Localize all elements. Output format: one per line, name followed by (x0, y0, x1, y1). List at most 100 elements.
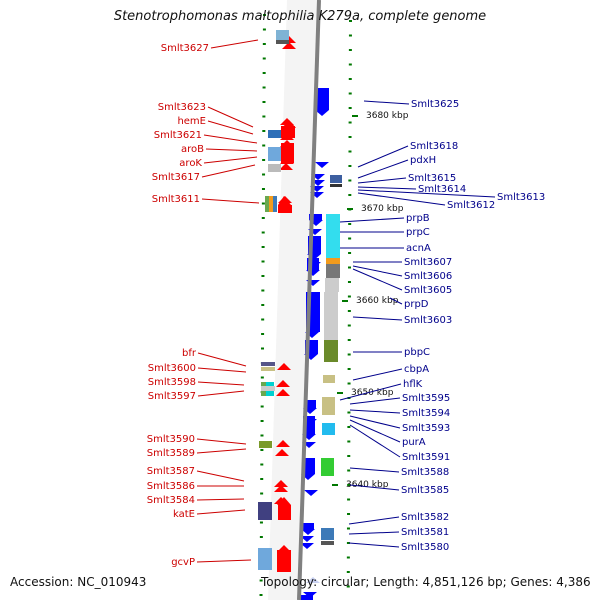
kbp-label: 3640 kbp (346, 480, 389, 490)
kbp-label: 3670 kbp (361, 204, 404, 214)
tick-mark (260, 376, 264, 379)
tick-mark (262, 86, 266, 89)
tick-mark (349, 20, 352, 22)
feature-block (276, 40, 289, 44)
reverse-gene-block (281, 126, 295, 138)
forward-gene-block (316, 88, 329, 110)
reverse-gene-arrow (274, 480, 288, 487)
tick-mark (261, 202, 265, 205)
forward-leader-line (339, 217, 405, 223)
tick-mark (347, 469, 351, 472)
forward-gene-label: Smlt3582 (401, 512, 449, 523)
forward-gene-label: Smlt3581 (401, 527, 449, 538)
forward-leader-line (357, 159, 409, 179)
feature-block (258, 502, 272, 520)
reverse-leader-line (203, 134, 258, 144)
forward-leader-line (389, 297, 403, 305)
reverse-gene-arrow (276, 389, 290, 396)
forward-gene-label: Smlt3593 (402, 423, 450, 434)
forward-leader-line (357, 186, 417, 190)
reverse-gene-arrow (277, 363, 291, 370)
feature-block (324, 292, 338, 340)
reverse-gene-label: Smlt3611 (152, 194, 200, 205)
reverse-gene-label: Smlt3623 (158, 102, 206, 113)
reverse-gene-arrow (282, 120, 296, 128)
tick-mark (348, 194, 352, 196)
forward-gene-label: Smlt3612 (447, 200, 495, 211)
tick-mark (347, 426, 351, 428)
tick-mark (262, 28, 266, 31)
forward-gene-label: prpD (404, 299, 429, 310)
reverse-gene-label: Smlt3586 (147, 481, 195, 492)
forward-leader-line (357, 192, 446, 206)
feature-block (326, 214, 340, 258)
kbp-label: 3680 kbp (366, 111, 409, 121)
forward-leader-line (352, 368, 403, 381)
tick-mark (262, 72, 266, 74)
reverse-leader-line (207, 120, 254, 135)
tick-mark (347, 382, 351, 385)
feature-block (321, 528, 334, 540)
forward-leader-line (349, 424, 401, 458)
track-background (268, 0, 318, 600)
tick-mark (260, 405, 264, 408)
feature-block (325, 278, 339, 292)
tick-mark (346, 571, 350, 573)
forward-gene-label: Smlt3603 (404, 315, 452, 326)
tick-mark (262, 57, 266, 60)
forward-gene-block (304, 400, 316, 408)
reverse-gene-label: aroB (181, 144, 204, 155)
forward-gene-label: Smlt3588 (401, 467, 449, 478)
reverse-gene-label: Smlt3597 (148, 391, 196, 402)
tick-mark (262, 173, 266, 176)
feature-block (261, 362, 275, 366)
tick-mark (347, 368, 351, 370)
feature-block (276, 30, 289, 40)
forward-leader-line (357, 145, 409, 168)
feature-block (322, 423, 335, 435)
feature-block (326, 264, 340, 278)
reverse-gene-block (277, 550, 291, 572)
tick-mark (262, 43, 266, 45)
reverse-gene-block (278, 205, 292, 213)
feature-block (268, 130, 281, 138)
reverse-leader-line (197, 381, 245, 386)
reverse-gene-arrow (278, 196, 291, 205)
reverse-leader-line (196, 470, 245, 482)
tick-mark (260, 420, 264, 422)
reverse-gene-label: gcvP (171, 557, 195, 568)
tick-mark (348, 266, 352, 269)
forward-gene-label: pdxH (410, 155, 436, 166)
forward-leader-line (348, 542, 400, 548)
forward-leader-line (357, 189, 496, 198)
tick-mark (347, 484, 351, 486)
tick-mark (347, 455, 351, 457)
tick-mark (348, 223, 352, 225)
reverse-leader-line (196, 559, 252, 563)
reverse-gene-label: Smlt3598 (148, 377, 196, 388)
tick-mark (348, 165, 352, 167)
forward-gene-block (309, 214, 322, 220)
forward-gene-label: pbpC (404, 347, 430, 358)
reverse-gene-label: katE (173, 509, 195, 520)
reverse-gene-label: Smlt3627 (161, 43, 209, 54)
reverse-leader-line (197, 367, 247, 373)
map-title: Stenotrophomonas maltophilia K279a, comp… (113, 9, 487, 24)
tick-mark (347, 310, 351, 312)
tick-mark (348, 252, 352, 254)
feature-block (265, 196, 269, 212)
feature-block (269, 196, 273, 212)
forward-gene-label: Smlt3614 (418, 184, 466, 195)
reverse-gene-block (278, 505, 291, 520)
tick-mark (346, 585, 350, 588)
feature-block (330, 175, 342, 183)
tick-mark (261, 289, 265, 292)
tick-mark (348, 121, 352, 124)
reverse-gene-arrow (276, 380, 290, 387)
forward-gene-label: Smlt3585 (401, 485, 449, 496)
forward-gene-label: Smlt3625 (411, 99, 459, 110)
reverse-leader-line (203, 156, 258, 164)
forward-gene-label: Smlt3594 (402, 408, 450, 419)
forward-leader-line (357, 177, 407, 184)
